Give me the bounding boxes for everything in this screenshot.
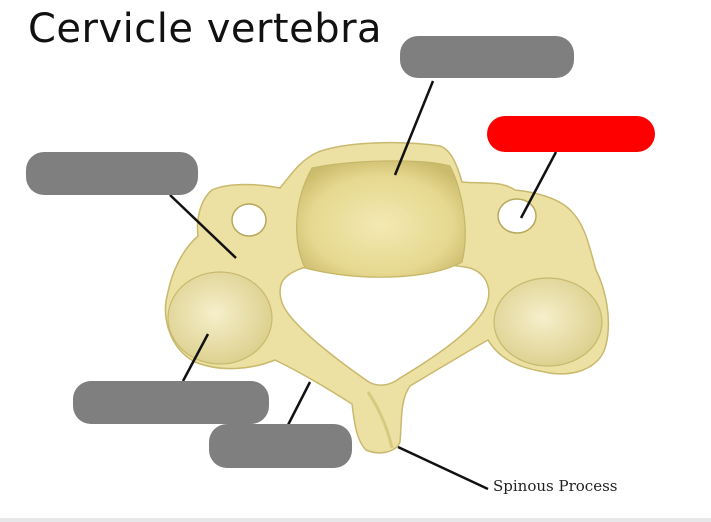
page-title: Cervicle vertebra	[28, 6, 382, 52]
left-articular-facet	[168, 272, 272, 364]
leader-line-spinous-process	[398, 447, 488, 489]
hidden-label-vertebral-body[interactable]	[400, 36, 574, 78]
hidden-label-lamina[interactable]	[209, 424, 352, 468]
right-transverse-foramen	[498, 199, 536, 233]
hidden-label-articular-facet[interactable]	[73, 381, 269, 424]
label-spinous-process: Spinous Process	[493, 477, 617, 495]
highlighted-label-transverse-foramen[interactable]	[487, 116, 655, 152]
bottom-divider	[0, 518, 711, 522]
hidden-label-transverse-process[interactable]	[26, 152, 198, 195]
vertebral-body-surface	[297, 161, 466, 277]
right-articular-facet	[494, 278, 602, 366]
leader-line-lamina	[288, 382, 310, 425]
left-transverse-foramen	[232, 204, 266, 236]
